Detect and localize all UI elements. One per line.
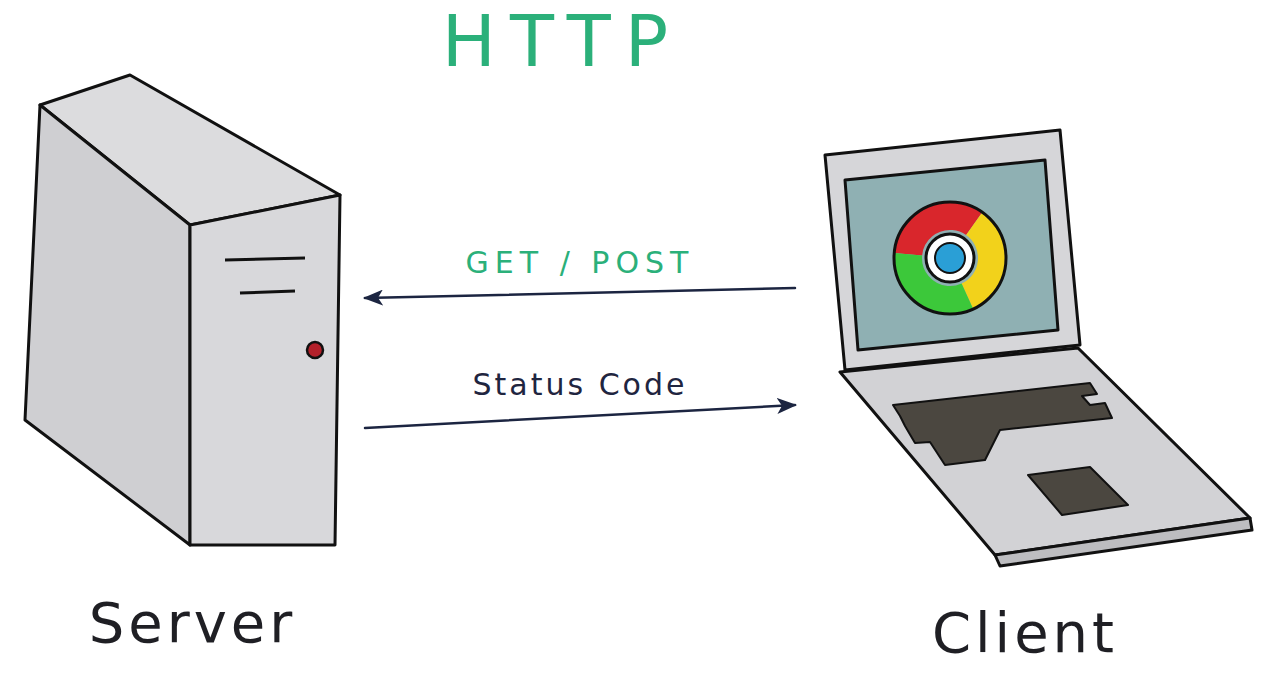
power-button: [307, 342, 323, 358]
laptop-base: [840, 348, 1250, 555]
device-node: Client: [795, 120, 1255, 665]
message-arrow: [365, 405, 795, 428]
edge-label-block: GET / POST: [466, 245, 695, 281]
server-tower: [25, 75, 340, 545]
laptop-edge: [995, 518, 1252, 566]
device-node: Server: [20, 70, 365, 655]
laptop-lid: [825, 130, 1080, 370]
device-label: Server: [89, 591, 297, 655]
drive-slot: [240, 291, 295, 293]
laptop-screen: [845, 160, 1058, 350]
diagram-title: HTTP: [442, 2, 682, 81]
edge-label-block: Status Code: [473, 367, 688, 403]
drive-slot: [225, 258, 305, 260]
browser-logo: [894, 202, 1006, 314]
message-label: GET / POST: [466, 245, 695, 281]
title-block: HTTP: [442, 2, 682, 81]
logo-yellow: [904, 212, 995, 303]
logo-center: [935, 243, 965, 273]
message-label: Status Code: [473, 367, 688, 403]
logo-red: [904, 212, 995, 303]
message-arrow: [365, 288, 795, 298]
logo-outline: [894, 202, 1006, 314]
logo-green: [904, 212, 995, 303]
trackpad: [1028, 467, 1128, 515]
keyboard: [893, 383, 1112, 465]
logo-ring: [926, 234, 974, 282]
tower-front: [190, 195, 340, 545]
tower-side: [25, 105, 190, 545]
device-label: Client: [932, 601, 1118, 665]
client-laptop: [825, 130, 1252, 566]
